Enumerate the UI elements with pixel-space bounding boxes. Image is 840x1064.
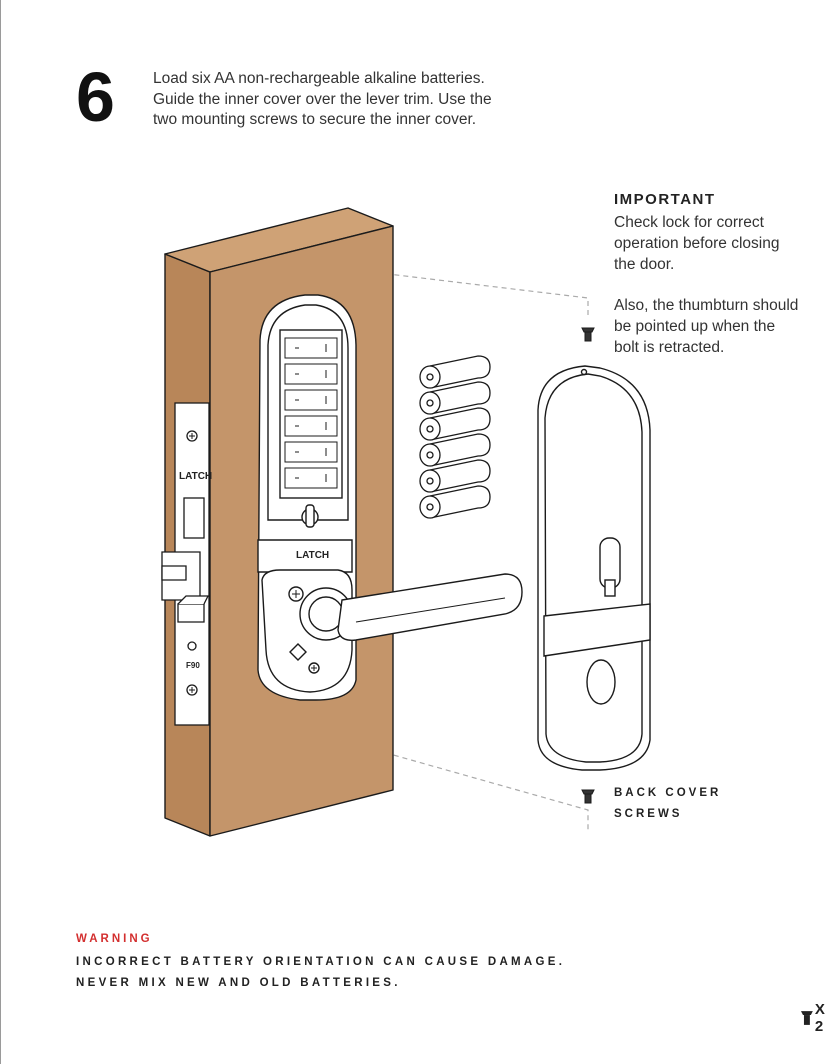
screw-count: X 2 [801,1001,840,1035]
faceplate-logo: LATCH [179,471,212,482]
screw-count-text: X 2 [814,1001,826,1035]
faceplate-mark: F90 [186,661,200,670]
callout-line: SCREWS [614,808,683,820]
instruction-line: two mounting screws to secure the inner … [153,111,477,128]
important-title: IMPORTANT [614,191,716,208]
screw-icon [801,1011,813,1025]
batteries [419,355,491,519]
step-number: 6 [76,58,115,136]
important-line: be pointed up when the [614,318,776,335]
faceplate: LATCH F90 [161,402,212,726]
important-note: IMPORTANT Check lock for correct operati… [614,191,834,358]
warning-title: WARNING [76,933,153,945]
battery-slots [284,337,338,489]
important-line: the door. [614,256,675,273]
inner-cover [537,365,651,771]
trim-logo: LATCH [296,550,329,561]
warning-line: INCORRECT BATTERY ORIENTATION CAN CAUSE … [76,956,566,968]
important-line: Check lock for correct [614,214,764,231]
important-line: Also, the thumbturn should [614,297,799,314]
warning-line: NEVER MIX NEW AND OLD BATTERIES. [76,977,401,989]
important-line: operation before closing [614,235,780,252]
step-instructions: Load six AA non-rechargeable alkaline ba… [153,69,513,131]
warning-note: WARNING INCORRECT BATTERY ORIENTATION CA… [76,933,565,994]
screw-icon [581,327,595,804]
back-cover-screws-label: BACK COVER SCREWS [614,783,721,825]
page-left-rule [0,0,1,1064]
interior-trim: LATCH [257,294,523,701]
instruction-line: Load six AA non-rechargeable alkaline ba… [153,70,485,87]
important-line: bolt is retracted. [614,339,725,356]
instruction-line: Guide the inner cover over the lever tri… [153,90,492,108]
lever-handle [299,573,523,641]
important-body: Check lock for correct operation before … [614,212,834,358]
callout-line: BACK COVER [614,787,722,799]
